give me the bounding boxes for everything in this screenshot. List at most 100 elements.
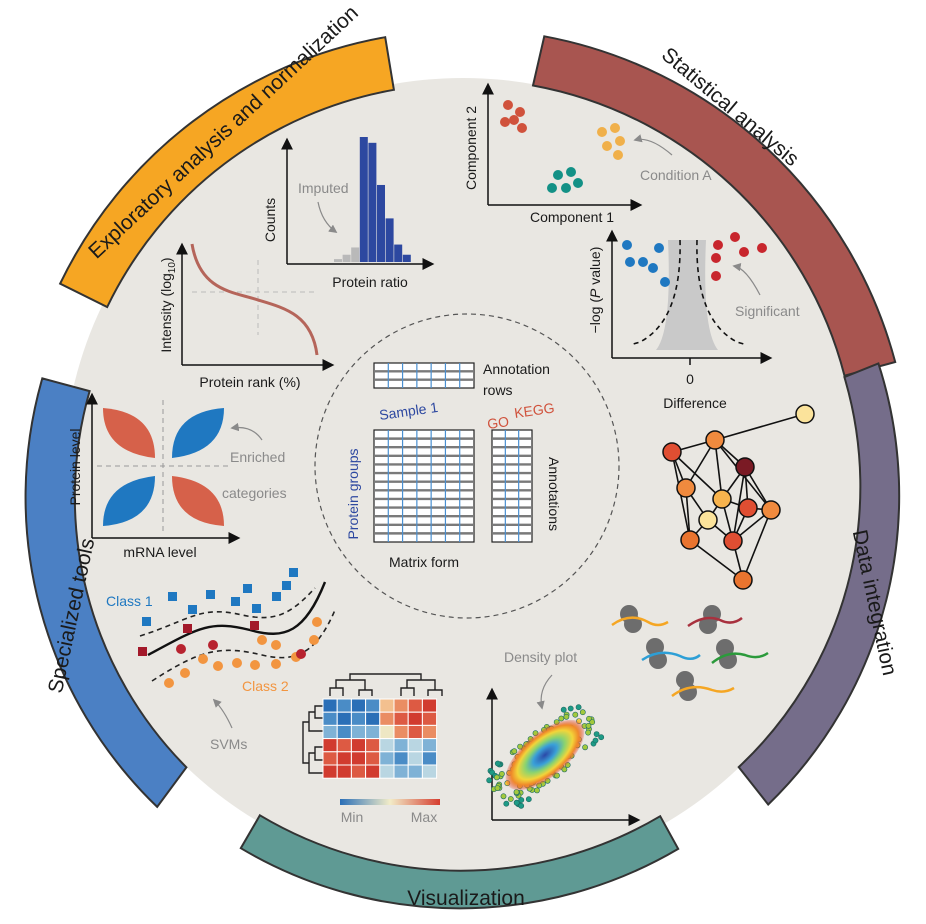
center-circle xyxy=(314,313,620,619)
enrichment-petal-top-right xyxy=(172,408,224,458)
volcano-red-points xyxy=(711,232,767,281)
pca-cluster-red xyxy=(500,100,527,133)
histogram-panel: Counts Protein ratio Imputed xyxy=(262,137,435,290)
histogram-bars xyxy=(334,137,411,262)
density-point xyxy=(518,797,525,803)
heatmap-cell xyxy=(336,764,352,779)
heatmap-cell xyxy=(322,751,338,766)
rank-y-label: Intensity (log10) xyxy=(158,257,178,352)
heatmap-cell xyxy=(421,738,438,753)
density-point xyxy=(493,774,500,781)
histogram-note-arrow xyxy=(317,201,338,233)
protein-matrix-grid xyxy=(373,429,475,543)
density-point xyxy=(572,711,579,718)
heatmap-cell xyxy=(421,698,438,713)
heatmap-cell xyxy=(322,724,338,740)
svm-class2-support xyxy=(176,640,306,659)
heatmap-cell xyxy=(322,711,338,726)
svm-class2-points xyxy=(164,617,322,688)
density-note: Density plot xyxy=(504,649,577,665)
network-panel xyxy=(662,404,815,590)
volcano-threshold-right xyxy=(696,239,748,346)
segment-specialized[interactable] xyxy=(24,377,188,809)
annotations-label: Annotations xyxy=(546,457,562,531)
pca-cluster-gold xyxy=(597,123,625,160)
density-point xyxy=(518,802,525,809)
interaction-glyphs xyxy=(611,605,769,701)
enrichment-note-line1: Enriched xyxy=(230,449,285,465)
heatmap-cell xyxy=(379,724,395,740)
heatmap-cell xyxy=(407,724,423,740)
pca-cluster-teal xyxy=(547,167,583,193)
go-label: GO xyxy=(486,413,510,432)
histogram-y-label: Counts xyxy=(262,198,278,242)
annotation-rows-label-2: rows xyxy=(483,382,513,398)
volcano-note-arrow xyxy=(732,262,761,296)
heatmap-cell xyxy=(322,738,338,753)
enrichment-y-label: Protein level xyxy=(67,428,83,505)
heatmap-cell xyxy=(336,738,352,753)
density-point xyxy=(494,785,501,791)
heatmap-cell xyxy=(322,698,338,713)
density-point xyxy=(534,787,540,794)
heatmap-cell xyxy=(336,724,352,740)
heatmap-cell xyxy=(365,751,381,766)
histogram-bar xyxy=(402,254,411,262)
heatmap-cell xyxy=(350,751,367,766)
density-point xyxy=(494,760,501,767)
histogram-imputed-bar xyxy=(342,254,351,262)
heatmap-cell xyxy=(393,698,409,713)
histogram-bar xyxy=(377,184,385,262)
rank-curve xyxy=(190,243,319,356)
heatmap-cell xyxy=(350,698,367,713)
heatmap-cell xyxy=(379,711,395,726)
segment-integration[interactable] xyxy=(737,362,901,806)
segment-visualization[interactable] xyxy=(239,813,680,910)
heatmap-cell xyxy=(365,738,381,753)
heatmap-cell xyxy=(365,764,381,779)
density-point xyxy=(563,713,570,720)
volcano-blue-points xyxy=(622,240,670,287)
kegg-label: KEGG xyxy=(513,399,555,420)
svm-class1-support xyxy=(138,621,259,656)
enrichment-x-label: mRNA level xyxy=(123,544,196,560)
histogram-imputed-bar xyxy=(334,259,342,262)
density-point xyxy=(500,793,507,800)
annotation-rows-label-1: Annotation xyxy=(483,361,550,377)
density-point xyxy=(585,729,591,736)
annotation-columns-grid xyxy=(491,429,533,543)
heatmap-cell xyxy=(393,738,409,753)
svm-margin-upper xyxy=(139,587,316,637)
heatmap-cell xyxy=(350,724,367,740)
density-point xyxy=(558,715,565,722)
density-point xyxy=(579,709,586,716)
heatmap-row-dendrogram xyxy=(302,705,323,774)
rank-x-label: Protein rank (%) xyxy=(199,374,300,390)
heatmap-cell xyxy=(421,724,438,740)
annotation-rows-grid xyxy=(373,362,475,389)
histogram-bar xyxy=(368,142,377,262)
histogram-x-label: Protein ratio xyxy=(332,274,408,290)
matrix-form-label: Matrix form xyxy=(389,554,459,570)
volcano-nonsig-area xyxy=(656,240,718,350)
histogram-imputed-bar xyxy=(351,247,360,262)
grid-frame xyxy=(491,429,533,543)
heatmap-cell xyxy=(336,751,352,766)
heatmap-colorbar xyxy=(340,799,440,805)
pca-note: Condition A xyxy=(640,167,712,183)
heatmap-cells xyxy=(322,698,438,779)
density-point xyxy=(592,737,599,744)
volcano-zero-label: 0 xyxy=(686,371,694,387)
enrichment-petal-bottom-right xyxy=(172,476,224,526)
volcano-panel: 0 Difference −log (P value) Significant xyxy=(587,229,800,411)
heatmap-cell xyxy=(336,711,352,726)
density-point xyxy=(567,705,574,712)
heatmap-cell xyxy=(393,724,409,740)
density-panel: Density plot xyxy=(486,649,641,826)
density-point xyxy=(575,704,582,711)
density-point xyxy=(593,731,600,737)
heatmap-max-label: Max xyxy=(411,809,437,825)
network-nodes xyxy=(662,404,815,590)
segment-exploratory[interactable] xyxy=(58,36,396,309)
density-note-arrow xyxy=(536,674,553,710)
